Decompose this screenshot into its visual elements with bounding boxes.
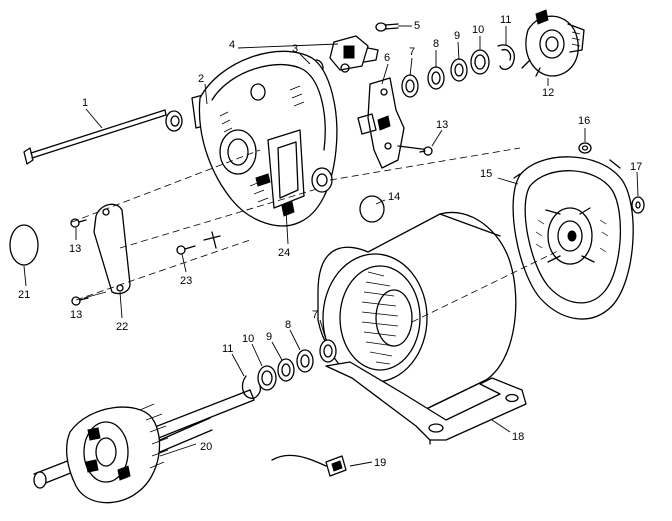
part-end-bell-rear	[512, 156, 634, 320]
part-stator-housing	[317, 211, 527, 445]
callout-12: 12	[542, 87, 554, 99]
callout-19: 19	[374, 457, 386, 469]
callout-labels: 1 2 3 4 5 6 7 8 9 10 11 12 13 13 13 14 1…	[18, 14, 642, 469]
callout-3: 3	[292, 43, 298, 55]
callout-7-upper: 7	[409, 46, 415, 58]
part-screw-13-upper	[419, 146, 433, 156]
callout-24: 24	[278, 247, 290, 259]
part-end-bell-front	[198, 50, 338, 227]
callout-21: 21	[18, 289, 30, 301]
callout-11-upper: 11	[500, 14, 511, 26]
callout-8-lower: 8	[285, 319, 291, 331]
part-bushing	[165, 110, 183, 132]
part-screw-23	[176, 245, 196, 255]
callout-8-upper: 8	[433, 38, 439, 50]
part-clip-24	[203, 231, 221, 249]
callout-5: 5	[414, 20, 420, 32]
callout-9-lower: 9	[266, 331, 272, 343]
part-rotor	[33, 389, 255, 504]
callout-9-upper: 9	[454, 30, 460, 42]
callout-15: 15	[480, 168, 492, 180]
callout-2: 2	[198, 73, 204, 85]
callout-20: 20	[200, 441, 212, 453]
callout-1: 1	[82, 97, 88, 109]
part-switch	[329, 35, 379, 73]
callout-14: 14	[388, 191, 400, 203]
callout-17: 17	[630, 161, 642, 173]
callout-7-lower: 7	[312, 309, 318, 321]
part-ring-set-lower	[241, 339, 337, 399]
assembly-axis-lines	[71, 147, 561, 323]
part-screw-13-left	[70, 218, 87, 228]
callout-4: 4	[229, 39, 235, 51]
callout-11-lower: 11	[222, 343, 233, 355]
callout-22: 22	[116, 321, 128, 333]
callout-18: 18	[512, 431, 524, 443]
callout-10-lower: 10	[242, 333, 254, 345]
part-ring-set-upper	[401, 44, 515, 98]
leader-lines	[23, 25, 639, 467]
part-washer-17	[631, 196, 645, 214]
callout-13-bottom: 13	[70, 309, 82, 321]
part-nut-16	[578, 142, 592, 154]
part-screw-5	[375, 22, 399, 32]
callout-10-upper: 10	[472, 24, 484, 36]
part-cap-14	[359, 195, 385, 223]
callout-6: 6	[384, 52, 390, 64]
part-switch-plate	[357, 77, 431, 169]
part-cover-plate	[93, 203, 131, 295]
callout-13-left: 13	[69, 243, 81, 255]
callout-13-upper: 13	[436, 119, 448, 131]
callout-16: 16	[578, 115, 590, 127]
part-cap-21	[9, 224, 39, 266]
callout-23: 23	[180, 275, 192, 287]
part-governor	[521, 9, 585, 77]
part-cord	[271, 454, 347, 477]
part-through-bolt	[23, 109, 167, 165]
